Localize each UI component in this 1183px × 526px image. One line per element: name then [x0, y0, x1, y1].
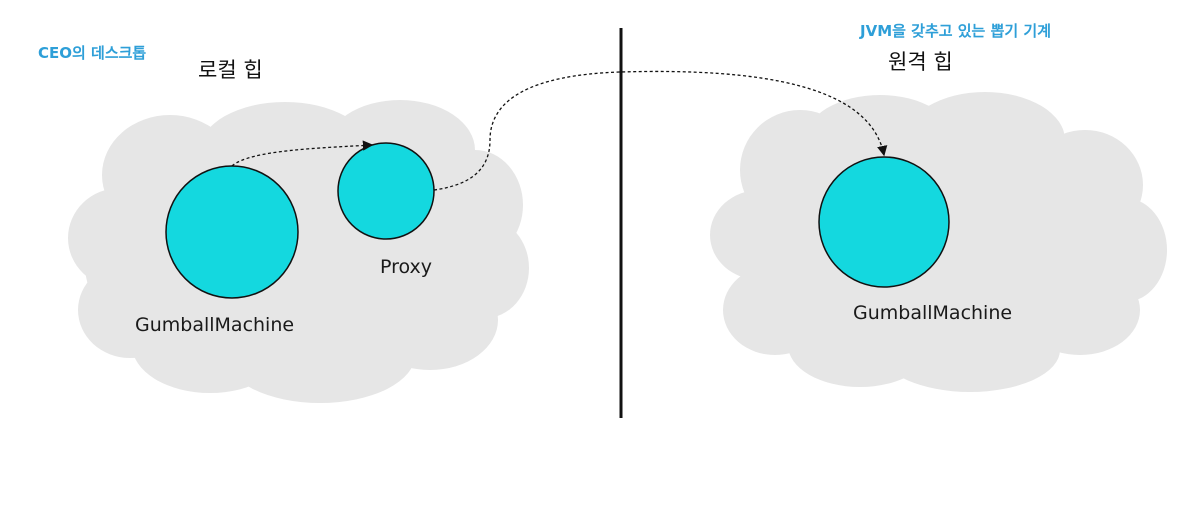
proxy-label: Proxy [380, 256, 433, 278]
proxy-object [337, 142, 435, 240]
local-gumball-machine-object [165, 165, 299, 299]
local-machine-title: CEO의 데스크톱 [38, 44, 147, 62]
proxy-to-remote-arrow [433, 70, 888, 191]
local-heap-cloud [68, 100, 529, 403]
remote-heap-title: 원격 힙 [888, 50, 953, 74]
remote-gumball-machine-object [818, 156, 950, 288]
remote-machine-title: JVM을 갖추고 있는 뽑기 기계 [860, 22, 1052, 40]
local-heap-title: 로컬 힙 [198, 58, 263, 82]
remote-heap-cloud [710, 92, 1167, 392]
local-gumball-machine-label: GumballMachine [135, 314, 295, 336]
remote-gumball-machine-label: GumballMachine [853, 302, 1013, 324]
